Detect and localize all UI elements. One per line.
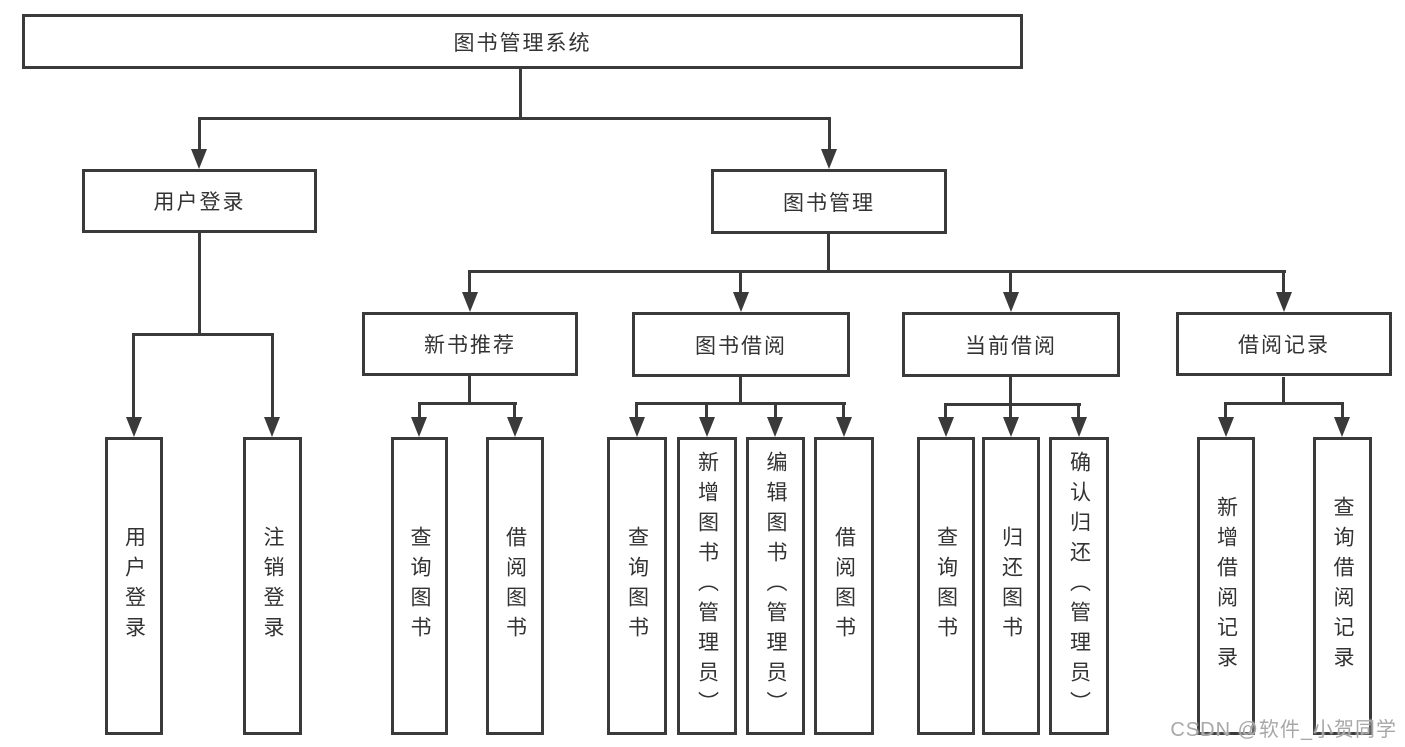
leaf-query-book-current: 查询图书 (917, 437, 975, 735)
node-book-borrow-label: 图书借阅 (695, 334, 787, 358)
leaf-add-borrow-record: 新增借阅记录 (1197, 437, 1255, 735)
connector-drop-leaf (132, 333, 135, 417)
node-user-login: 用户登录 (82, 169, 317, 233)
node-borrow-records: 借阅记录 (1176, 312, 1392, 376)
connector-book-borrow-rail (635, 402, 846, 405)
csdn-watermark: CSDN @软件_小贺同学 (1170, 719, 1397, 741)
node-borrow-records-label: 借阅记录 (1238, 334, 1330, 357)
connector-user-login-rail (133, 333, 274, 336)
arrow-down-icon (191, 149, 207, 169)
connector-drop-leaf (842, 402, 845, 419)
arrow-down-icon (938, 417, 954, 437)
leaf-edit-book-admin-label: 编辑图书（管理员） (764, 451, 787, 721)
arrow-down-icon (1003, 292, 1019, 312)
arrow-down-icon (1334, 417, 1350, 437)
arrow-down-icon (264, 417, 280, 437)
node-library-system-label: 图书管理系统 (453, 31, 592, 55)
leaf-borrow-book-newbook: 借阅图书 (486, 437, 544, 735)
connector-user-login-stem (198, 233, 201, 336)
node-book-management-label: 图书管理 (783, 191, 875, 215)
node-new-book-recommend-label: 新书推荐 (424, 334, 516, 357)
node-current-borrow: 当前借阅 (902, 312, 1120, 377)
leaf-edit-book-admin: 编辑图书（管理员） (746, 437, 805, 735)
leaf-borrow-book-label: 借阅图书 (503, 526, 527, 646)
arrow-down-icon (821, 149, 837, 169)
leaf-query-book-borrow: 查询图书 (607, 437, 667, 735)
connector-drop-leaf (513, 402, 516, 419)
node-new-book-recommend: 新书推荐 (362, 312, 578, 376)
connector-drop-leaf (774, 402, 777, 419)
connector-drop-leaf (635, 402, 638, 419)
connector-drop-leaf (1341, 402, 1344, 419)
connector-drop-leaf (1077, 403, 1080, 419)
leaf-user-login-label: 用户登录 (122, 526, 146, 646)
connector-root-stem (519, 69, 522, 119)
leaf-borrow-book-label: 借阅图书 (832, 526, 856, 646)
connector-new-book-rail (418, 402, 517, 405)
leaf-user-login: 用户登录 (105, 437, 163, 735)
connector-current-borrow-rail (944, 403, 1081, 406)
connector-drop-borrow-records (1282, 270, 1285, 294)
arrow-down-icon (126, 417, 142, 437)
connector-borrow-records-stem (1282, 377, 1285, 404)
connector-book-borrow-stem (739, 377, 742, 404)
connector-drop-leaf (1224, 402, 1227, 419)
connector-book-mgmt-stem (827, 234, 830, 272)
node-book-management: 图书管理 (711, 169, 947, 234)
leaf-return-book-label: 归还图书 (999, 526, 1023, 646)
leaf-confirm-return-admin-label: 确认归还（管理员） (1067, 451, 1091, 721)
connector-drop-current-borrow (1009, 270, 1012, 294)
node-book-borrow: 图书借阅 (632, 312, 850, 377)
connector-borrow-records-rail (1224, 402, 1344, 405)
connector-drop-leaf (1009, 403, 1012, 419)
arrow-down-icon (629, 417, 645, 437)
leaf-logout-label: 注销登录 (261, 526, 284, 646)
leaf-confirm-return-admin: 确认归还（管理员） (1049, 437, 1109, 735)
leaf-return-book: 归还图书 (982, 437, 1040, 735)
connector-drop-leaf (418, 402, 421, 419)
leaf-add-book-admin-label: 新增图书（管理员） (695, 451, 719, 721)
node-library-system: 图书管理系统 (22, 14, 1023, 69)
connector-drop-book-borrow (739, 270, 742, 294)
leaf-borrow-book: 借阅图书 (814, 437, 874, 735)
leaf-add-borrow-record-label: 新增借阅记录 (1214, 496, 1238, 676)
arrow-down-icon (733, 292, 749, 312)
node-user-login-label: 用户登录 (153, 191, 246, 214)
arrow-down-icon (507, 417, 523, 437)
connector-drop-book-mgmt (828, 117, 831, 151)
arrow-down-icon (462, 292, 478, 312)
arrow-down-icon (1071, 417, 1087, 437)
arrow-down-icon (1003, 417, 1019, 437)
arrow-down-icon (699, 417, 715, 437)
arrow-down-icon (1276, 292, 1292, 312)
leaf-query-book-newbook: 查询图书 (391, 437, 448, 735)
leaf-query-borrow-record-label: 查询借阅记录 (1331, 496, 1354, 676)
connector-drop-leaf (271, 333, 274, 417)
connector-drop-new-book (468, 270, 471, 294)
connector-drop-user-login (198, 117, 201, 151)
arrow-down-icon (1218, 417, 1234, 437)
leaf-logout: 注销登录 (243, 437, 302, 735)
connector-drop-leaf (944, 403, 947, 419)
leaf-query-book-label: 查询图书 (934, 526, 958, 646)
leaf-add-book-admin: 新增图书（管理员） (677, 437, 737, 735)
connector-level2-rail (469, 270, 1286, 273)
connector-new-book-stem (468, 376, 471, 404)
arrow-down-icon (411, 417, 427, 437)
connector-current-borrow-stem (1009, 377, 1012, 405)
leaf-query-book-label: 查询图书 (625, 526, 649, 646)
node-current-borrow-label: 当前借阅 (965, 334, 1057, 358)
leaf-query-book-label: 查询图书 (408, 526, 431, 646)
arrow-down-icon (767, 417, 783, 437)
connector-drop-leaf (705, 402, 708, 419)
leaf-query-borrow-record: 查询借阅记录 (1313, 437, 1372, 735)
arrow-down-icon (836, 417, 852, 437)
connector-level1-rail (198, 117, 831, 120)
